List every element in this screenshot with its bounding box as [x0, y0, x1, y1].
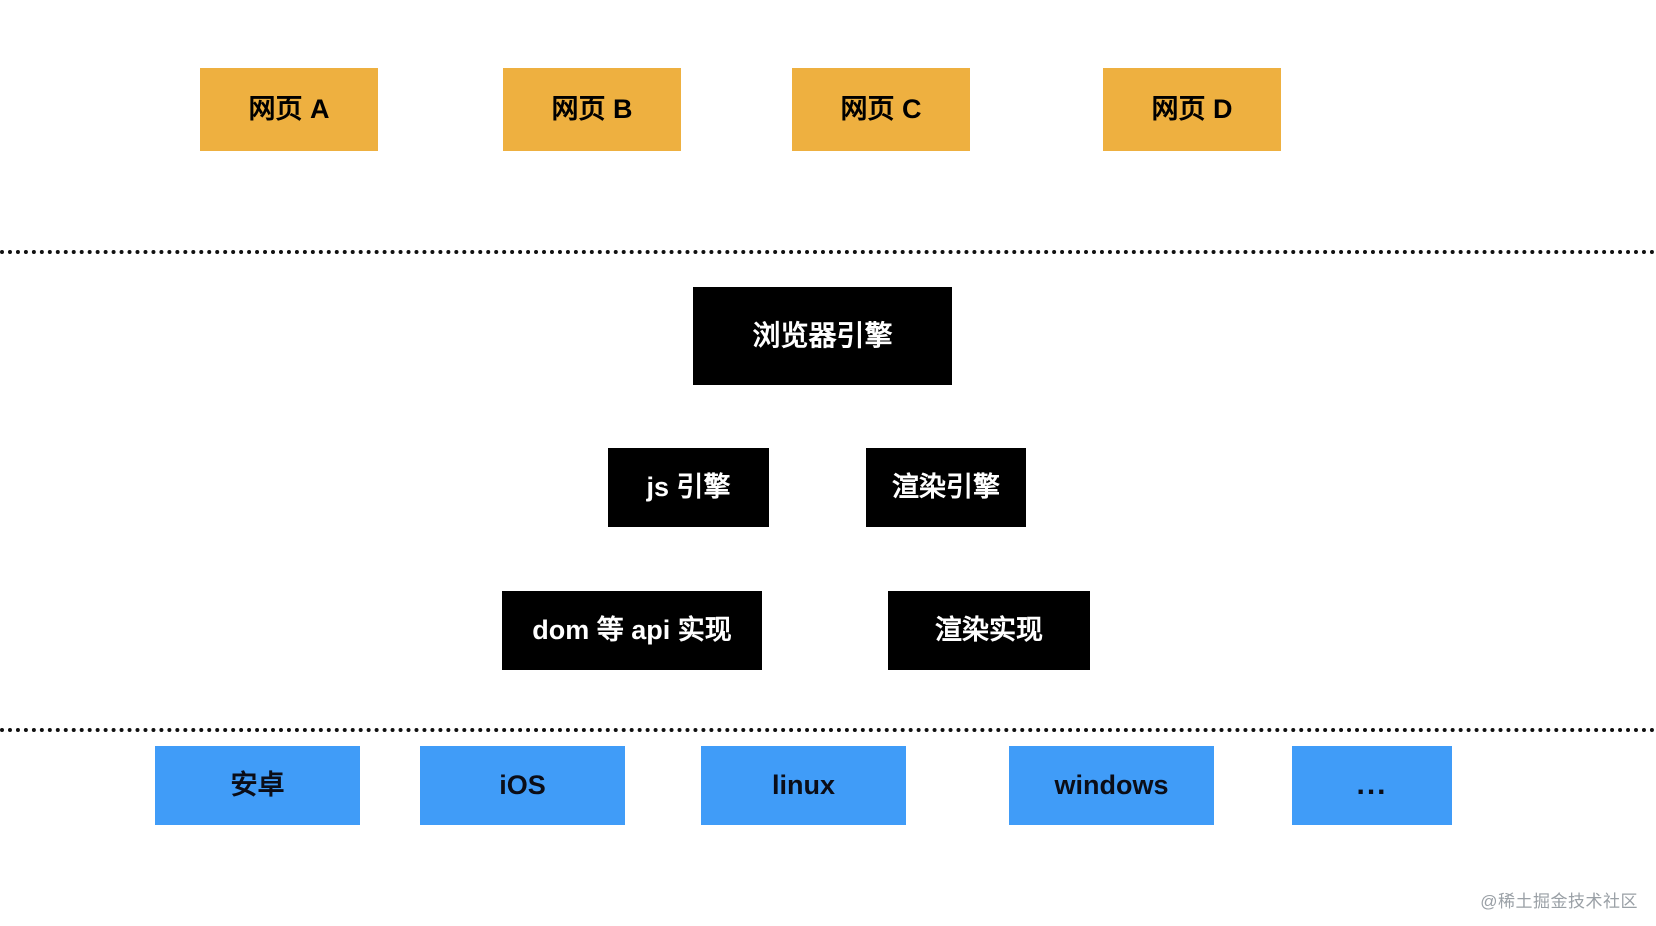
- page-node-4[interactable]: 网页 D: [1103, 68, 1281, 151]
- engine-node-5[interactable]: 渲染实现: [888, 591, 1090, 670]
- engine-node-4[interactable]: dom 等 api 实现: [502, 591, 762, 670]
- os-node-label: linux: [771, 769, 835, 800]
- page-node-label: 网页 D: [1151, 93, 1233, 124]
- os-node-5[interactable]: ...: [1292, 746, 1452, 825]
- engine-node-1[interactable]: 浏览器引擎: [693, 287, 952, 385]
- page-node-label: 网页 B: [551, 93, 633, 124]
- engine-node-label: 渲染实现: [935, 614, 1043, 645]
- os-node-4[interactable]: windows: [1009, 746, 1214, 825]
- engine-node-label: 渲染引擎: [892, 471, 1000, 502]
- engine-node-3[interactable]: 渲染引擎: [866, 448, 1026, 527]
- os-node-label: 安卓: [230, 769, 285, 800]
- page-node-label: 网页 C: [840, 93, 922, 124]
- os-node-label: windows: [1054, 769, 1169, 800]
- os-node-2[interactable]: iOS: [420, 746, 625, 825]
- divider-pages-engine: [0, 250, 1656, 254]
- watermark-label: @稀土掘金技术社区: [1480, 892, 1638, 911]
- engine-node-label: js 引擎: [646, 471, 731, 502]
- page-node-2[interactable]: 网页 B: [503, 68, 681, 151]
- os-node-label: iOS: [499, 769, 546, 800]
- engine-node-label: dom 等 api 实现: [532, 614, 732, 645]
- os-node-3[interactable]: linux: [701, 746, 906, 825]
- engine-node-label: 浏览器引擎: [752, 319, 893, 351]
- page-node-label: 网页 A: [248, 93, 330, 124]
- os-node-label: ...: [1356, 768, 1388, 802]
- divider-engine-os: [0, 728, 1656, 732]
- page-node-3[interactable]: 网页 C: [792, 68, 970, 151]
- os-node-1[interactable]: 安卓: [155, 746, 360, 825]
- engine-node-2[interactable]: js 引擎: [608, 448, 769, 527]
- page-node-1[interactable]: 网页 A: [200, 68, 378, 151]
